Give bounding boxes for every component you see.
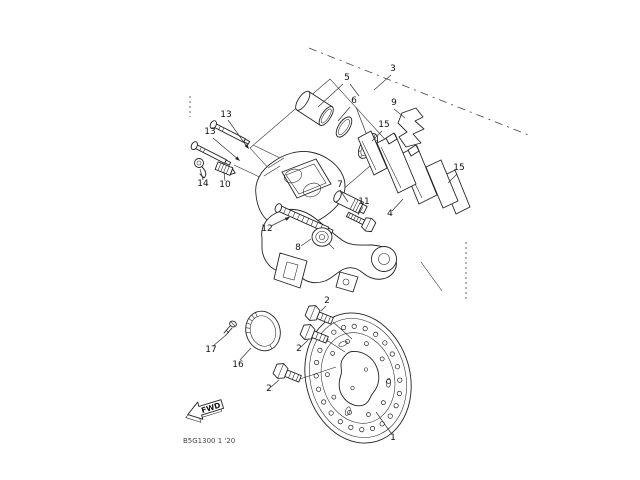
callout-2b: 2 (296, 344, 302, 354)
caliper-bracket (261, 208, 397, 293)
callout-15a: 15 (378, 120, 389, 130)
callout-labels: 1 2 2 2 3 4 5 6 7 8 9 10 11 12 13 13 14 … (197, 64, 464, 443)
disc-bolt-2 (299, 324, 329, 344)
brake-pad-set (357, 130, 471, 215)
slide-pin-boot (333, 190, 368, 215)
pad-pin-lower (190, 141, 232, 166)
callout-3: 3 (390, 64, 396, 74)
callout-7: 7 (337, 180, 343, 190)
callout-1: 1 (390, 433, 396, 443)
callout-9: 9 (391, 98, 397, 108)
pad-pin-upper (209, 120, 251, 145)
callout-14: 14 (197, 179, 209, 189)
pad-shim-left (357, 130, 388, 176)
callout-13a: 13 (220, 110, 231, 120)
callout-5: 5 (344, 73, 350, 83)
cover-screw (223, 320, 237, 336)
fwd-label: FWD (200, 401, 221, 415)
caliper-piston (295, 90, 334, 126)
disc-center-opening (338, 351, 380, 407)
union-bolt (346, 211, 377, 233)
callout-2a: 2 (324, 296, 330, 306)
callout-8: 8 (295, 243, 301, 253)
leader-arrowheads (235, 143, 290, 221)
disc-bolt-1 (304, 305, 334, 325)
callout-13b: 13 (204, 127, 215, 137)
cover-plate (245, 310, 281, 352)
callout-10: 10 (219, 180, 231, 190)
callout-12: 12 (261, 224, 272, 234)
callout-2c: 2 (266, 384, 272, 394)
assembly-boundary-lines (189, 47, 532, 299)
callout-15b: 15 (453, 163, 464, 173)
callout-6: 6 (351, 96, 357, 106)
piston-seal (335, 116, 353, 138)
bleed-screw (214, 161, 236, 176)
brake-disc (304, 312, 412, 444)
callout-17: 17 (205, 345, 216, 355)
disc-bolt-3 (272, 363, 302, 383)
leader-lines (199, 74, 458, 434)
drawing-number: B5G1300 1 '20 (183, 437, 235, 445)
pin-clip (194, 158, 207, 179)
callout-16: 16 (232, 360, 244, 370)
disc-inner-holes (325, 339, 391, 417)
pad-spring (397, 107, 425, 148)
callout-11: 11 (358, 197, 369, 207)
cap (311, 227, 335, 250)
callout-4: 4 (387, 209, 393, 219)
